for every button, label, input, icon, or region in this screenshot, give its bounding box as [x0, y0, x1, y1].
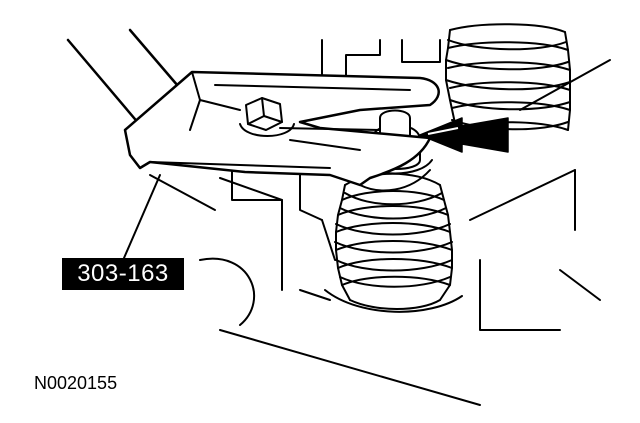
background-valve-spring [446, 24, 570, 130]
compressed-valve-spring [325, 174, 462, 312]
figure-id-label: N0020155 [34, 373, 118, 393]
callout-leader-line [124, 175, 160, 258]
cylinder-head-casting [150, 40, 610, 405]
arrow-left-icon [420, 118, 508, 152]
tool-number-callout: 303-163 [62, 258, 184, 290]
pivot-bolt [240, 98, 294, 136]
